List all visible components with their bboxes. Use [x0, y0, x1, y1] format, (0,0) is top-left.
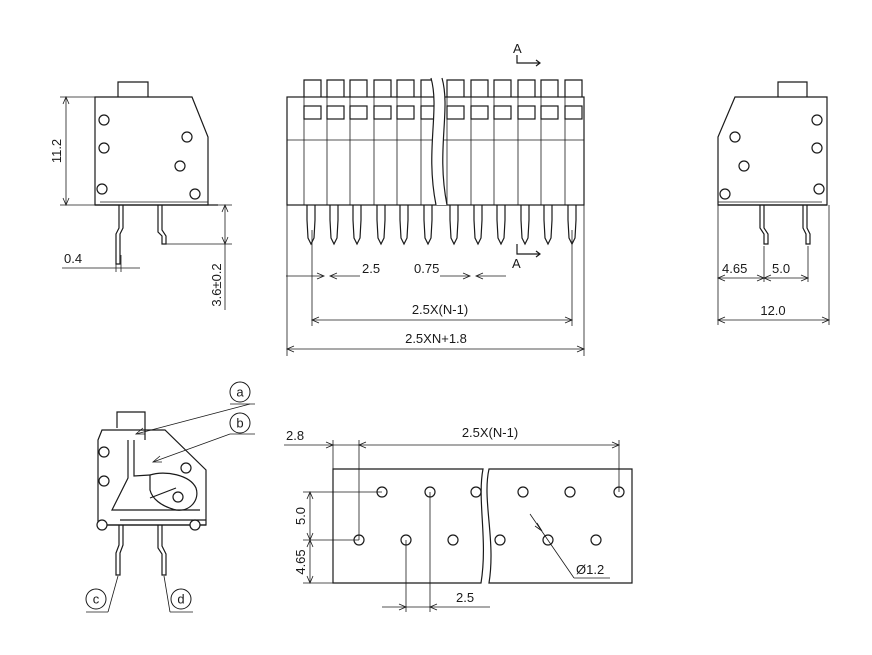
dim-right-offset-b: 5.0 — [772, 261, 790, 276]
pcb-layout: 2.8 2.5X(N-1) 5.0 4.65 2.5 Ø1.2 — [284, 425, 633, 612]
dim-pin-length: 3.6±0.2 — [209, 263, 224, 306]
terminal-top — [517, 79, 536, 97]
terminal-top — [470, 79, 489, 97]
dim-right-width: 12.0 — [760, 303, 785, 318]
dim-pcb-pitch: 2.5 — [456, 590, 474, 605]
terminal-pin — [496, 205, 506, 246]
dim-right-offset-a: 4.65 — [722, 261, 747, 276]
terminal-top — [326, 79, 345, 97]
terminal-pin — [473, 205, 483, 246]
dim-pcb-edge: 2.8 — [286, 428, 304, 443]
terminal-slot — [326, 105, 345, 120]
callout-c: c — [93, 592, 100, 607]
terminal-slot — [373, 105, 392, 120]
section-mark-top: A — [513, 41, 522, 56]
terminal-pin — [449, 205, 459, 246]
dim-span: 2.5X(N-1) — [412, 302, 468, 317]
terminal-top — [540, 79, 559, 97]
terminal-top — [564, 79, 583, 97]
section-mark-bottom: A — [512, 256, 521, 271]
left-side-view: 11.2 0.4 3.6±0.2 — [49, 81, 232, 310]
dim-pcb-span: 2.5X(N-1) — [462, 425, 518, 440]
terminal-slot — [470, 105, 489, 120]
dim-pin-gap: 0.75 — [414, 261, 439, 276]
terminal-pin — [352, 205, 362, 246]
terminal-top — [349, 79, 368, 97]
dim-height: 11.2 — [49, 139, 64, 163]
callout-d: d — [177, 592, 184, 607]
terminal-top — [373, 79, 392, 97]
terminal-top — [303, 79, 322, 97]
dim-pin-thickness: 0.4 — [64, 251, 82, 266]
terminal-tops — [303, 79, 583, 205]
terminal-slot — [349, 105, 368, 120]
terminal-slot — [517, 105, 536, 120]
callout-a: a — [236, 385, 244, 400]
terminal-pin — [543, 205, 553, 246]
terminal-pin — [520, 205, 530, 246]
terminal-slot — [446, 105, 465, 120]
terminal-pin — [376, 205, 386, 246]
terminal-slot — [396, 105, 415, 120]
terminal-top — [493, 79, 512, 97]
dim-pcb-row-offset: 4.65 — [293, 549, 308, 574]
terminal-slot — [493, 105, 512, 120]
terminal-slot — [564, 105, 583, 120]
terminal-slot — [540, 105, 559, 120]
terminal-top — [396, 79, 415, 97]
terminal-top — [446, 79, 465, 97]
terminal-pins — [306, 205, 577, 246]
terminal-pin — [423, 205, 433, 246]
dim-total-length: 2.5XN+1.8 — [405, 331, 467, 346]
dim-hole-diameter: Ø1.2 — [576, 562, 604, 577]
dim-pcb-row-pitch: 5.0 — [293, 507, 308, 525]
terminal-pin — [399, 205, 409, 246]
front-view: A A 2.5 0.75 2.5X(N-1) 2.5XN+1.8 — [285, 41, 586, 356]
dim-pitch: 2.5 — [362, 261, 380, 276]
terminal-pin — [329, 205, 339, 246]
terminal-pin — [306, 205, 316, 246]
right-side-view: 4.65 5.0 12.0 — [716, 81, 831, 325]
callout-b: b — [236, 416, 243, 431]
terminal-slot — [303, 105, 322, 120]
section-view: a b c d — [85, 381, 255, 613]
